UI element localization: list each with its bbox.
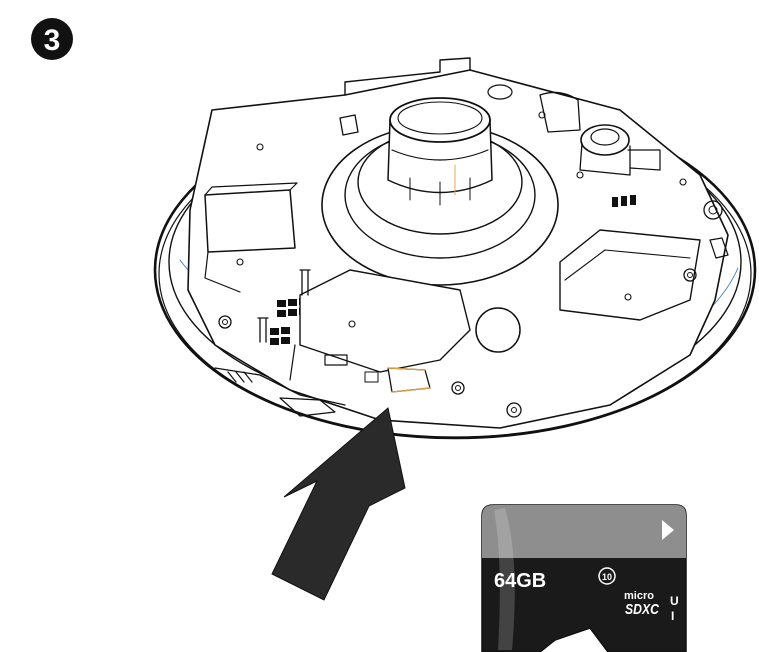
micro-sd-card: 64GB 10 micro SDXC U I xyxy=(481,504,687,652)
left-clip xyxy=(339,114,359,136)
card-brand-sd: SDXC xyxy=(625,601,660,618)
uhs-u-mark: U xyxy=(670,594,679,608)
step-number-badge: 3 xyxy=(31,18,73,60)
contact-strip-right xyxy=(612,195,636,207)
insert-arrow xyxy=(271,407,406,601)
left-module xyxy=(204,189,296,253)
top-bracket xyxy=(344,57,471,96)
uhs-i-mark: I xyxy=(671,609,674,623)
card-label-band xyxy=(482,505,686,558)
camera-base-illustration xyxy=(153,57,757,440)
base-lower-lip xyxy=(214,367,346,406)
right-tray xyxy=(559,229,701,321)
right-motor xyxy=(579,124,661,176)
sd-slot-board xyxy=(299,269,471,373)
speed-class-icon xyxy=(598,567,616,585)
speed-class: 10 xyxy=(602,572,612,582)
lens-top xyxy=(389,97,491,143)
card-capacity: 64GB xyxy=(494,570,546,592)
screws xyxy=(218,111,723,418)
card-insert-direction-icon xyxy=(662,520,674,540)
card-brand-micro: micro xyxy=(624,590,654,602)
step-number: 3 xyxy=(44,24,61,57)
card-shine xyxy=(494,508,515,650)
pin-left-2 xyxy=(257,317,269,343)
pin-left xyxy=(299,269,311,296)
